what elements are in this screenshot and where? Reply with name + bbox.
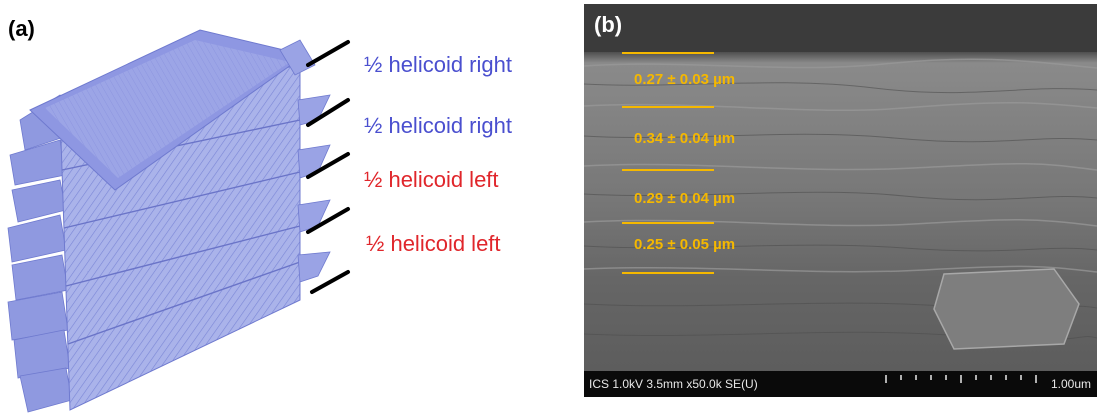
thickness-label-3: 0.29 ± 0.04 µm: [634, 190, 736, 207]
layer-label-2: ½ helicoid right: [364, 113, 512, 138]
panel-b-label: (b): [594, 12, 623, 37]
interface-marker-lines: [306, 40, 350, 294]
thickness-label-1: 0.27 ± 0.03 µm: [634, 71, 736, 88]
helicoid-stack-illustration: [7, 29, 350, 413]
sem-info-bar: ICS 1.0kV 3.5mm x50.0k SE(U) 1.00um: [584, 371, 1097, 397]
marker-line-1: [622, 52, 714, 54]
panel-b-sem-image: 0.27 ± 0.03 µm 0.34 ± 0.04 µm 0.29 ± 0.0…: [584, 4, 1097, 397]
marker-line-2: [622, 106, 714, 108]
sem-particle: [933, 268, 1080, 350]
thickness-label-2: 0.34 ± 0.04 µm: [634, 130, 736, 147]
stack-right-edges: [279, 39, 331, 283]
thickness-label-4: 0.25 ± 0.05 µm: [634, 236, 736, 253]
marker-line-5: [622, 272, 714, 274]
stack-left-edges: [7, 94, 73, 413]
marker-line-4: [622, 222, 714, 224]
sem-texture: [584, 4, 1097, 397]
scale-bar-label: 1.00um: [1050, 377, 1091, 391]
layer-label-3: ½ helicoid left: [364, 167, 499, 192]
scale-bar: [885, 375, 1037, 383]
layer-label-4: ½ helicoid left: [366, 231, 501, 256]
panel-a: (a): [7, 16, 512, 413]
sem-parameters: ICS 1.0kV 3.5mm x50.0k SE(U): [589, 377, 758, 391]
marker-line-3: [622, 169, 714, 171]
panel-a-label: (a): [8, 16, 35, 41]
layer-label-1: ½ helicoid right: [364, 52, 512, 77]
